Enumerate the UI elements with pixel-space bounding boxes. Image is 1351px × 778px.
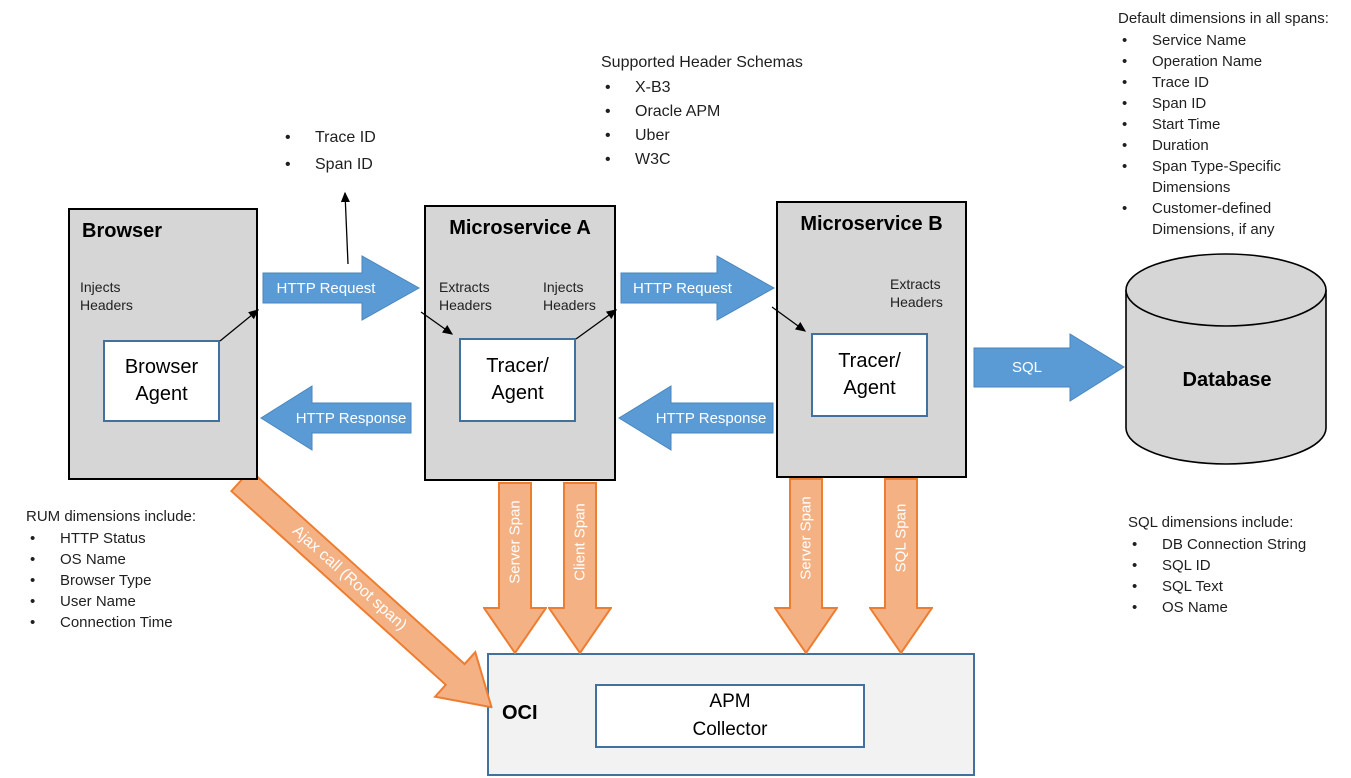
- server-span-label: Server Span: [506, 500, 524, 584]
- sql-arrow-label: SQL: [1011, 359, 1042, 376]
- microservice-a-title: Microservice A: [449, 217, 591, 239]
- sql-span-arrow-b: SQL Span: [869, 478, 933, 654]
- microservice-a-node: Microservice A Extracts Headers Injects …: [424, 205, 616, 481]
- rum-dimensions-title: RUM dimensions include:: [26, 508, 197, 525]
- database-node: Database: [1122, 251, 1332, 467]
- list-item: DB Connection String: [1128, 534, 1306, 555]
- microservice-b-title: Microservice B: [800, 213, 943, 235]
- extracts-headers-annotation: Extracts Headers: [439, 279, 492, 313]
- browser-annotation: Injects Headers: [80, 279, 133, 313]
- tracer-agent-box-a: Tracer/ Agent: [459, 338, 576, 422]
- list-item: Connection Time: [26, 612, 196, 633]
- default-dimensions-list: Default dimensions in all spans: Service…: [1118, 8, 1329, 240]
- ajax-root-span-arrow: Ajax call (Root span): [219, 456, 514, 731]
- list-item: OS Name: [26, 549, 196, 570]
- list-item: SQL ID: [1128, 555, 1306, 576]
- sql-dimensions-list: SQL dimensions include: DB Connection St…: [1128, 512, 1306, 618]
- connector-request-to-trace-list: [340, 191, 350, 265]
- http-response-label: HTTP Response: [295, 409, 407, 427]
- extracts-headers-annotation: Extracts Headers: [890, 276, 943, 310]
- list-item: SQL Text: [1128, 576, 1306, 597]
- list-item: Span ID: [1118, 93, 1314, 114]
- default-dimensions-title: Default dimensions in all spans:: [1118, 10, 1329, 27]
- list-item: OS Name: [1128, 597, 1306, 618]
- http-request-arrow-1: HTTP Request: [262, 255, 420, 321]
- list-item: Duration: [1118, 135, 1314, 156]
- server-span-arrow-a: Server Span: [483, 482, 547, 654]
- header-schemas-list: Supported Header Schemas X-B3 Oracle APM…: [601, 50, 803, 172]
- server-span-label: Server Span: [797, 496, 815, 580]
- database-cylinder-icon: [1125, 253, 1327, 465]
- apm-collector-box: APM Collector: [595, 684, 865, 748]
- http-response-arrow-2: HTTP Response: [618, 385, 774, 451]
- http-request-label: HTTP Request: [276, 279, 376, 297]
- list-item: Trace ID: [281, 124, 376, 151]
- sql-arrow: SQL: [973, 333, 1125, 402]
- http-response-label: HTTP Response: [655, 409, 767, 427]
- browser-node: Browser Injects Headers Browser Agent: [68, 208, 258, 480]
- list-item: HTTP Status: [26, 528, 196, 549]
- trace-span-list: Trace ID Span ID: [281, 123, 376, 178]
- list-item: Span ID: [281, 151, 376, 178]
- microservice-b-node: Microservice B Extracts Headers Tracer/ …: [776, 201, 967, 478]
- database-label: Database: [1182, 369, 1272, 391]
- list-item: Span Type-Specific Dimensions: [1118, 156, 1314, 198]
- sql-span-label: SQL Span: [892, 503, 910, 573]
- list-item: Service Name: [1118, 30, 1314, 51]
- list-item: W3C: [601, 148, 803, 172]
- server-span-arrow-b: Server Span: [774, 478, 838, 654]
- tracer-agent-box-b: Tracer/ Agent: [811, 333, 928, 417]
- oci-label: OCI: [502, 702, 538, 724]
- oci-container: OCI APM Collector: [487, 653, 975, 776]
- browser-agent-box: Browser Agent: [103, 340, 220, 422]
- list-item: Uber: [601, 124, 803, 148]
- rum-dimensions-list: RUM dimensions include: HTTP Status OS N…: [26, 506, 196, 633]
- list-item: Browser Type: [26, 570, 196, 591]
- sql-dimensions-title: SQL dimensions include:: [1128, 514, 1294, 531]
- client-span-label: Client Span: [571, 503, 589, 581]
- client-span-arrow-a: Client Span: [548, 482, 612, 654]
- http-request-arrow-2: HTTP Request: [620, 255, 775, 321]
- injects-headers-annotation: Injects Headers: [543, 279, 596, 313]
- browser-title: Browser: [82, 220, 163, 242]
- list-item: Trace ID: [1118, 72, 1314, 93]
- ajax-arrow-label: Ajax call (Root span): [288, 522, 410, 634]
- http-response-arrow-1: HTTP Response: [260, 385, 412, 451]
- list-item: Operation Name: [1118, 51, 1314, 72]
- list-item: User Name: [26, 591, 196, 612]
- list-item: Oracle APM: [601, 100, 803, 124]
- list-item: X-B3: [601, 76, 803, 100]
- http-request-label: HTTP Request: [633, 279, 732, 297]
- list-item: Start Time: [1118, 114, 1314, 135]
- list-item: Customer-defined Dimensions, if any: [1118, 198, 1314, 240]
- header-schemas-title: Supported Header Schemas: [601, 54, 803, 71]
